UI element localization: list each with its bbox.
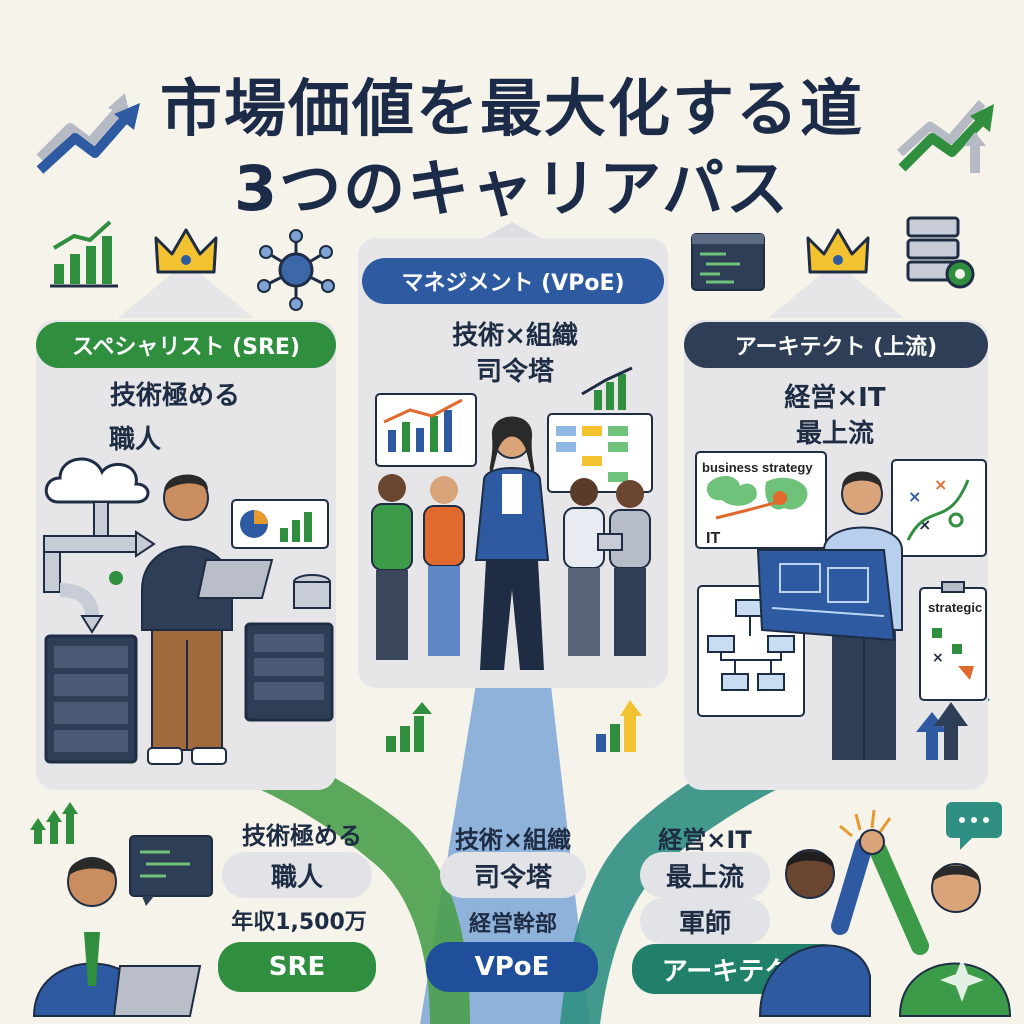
- page-title-line2: 3つのキャリアパス: [234, 152, 790, 225]
- business-strategy-label: business strategy: [702, 460, 813, 475]
- bottom-right-line1: 経営×IT: [658, 826, 752, 854]
- specialist-path-label: スペシャリスト (SRE): [36, 322, 336, 368]
- svg-text:×: ×: [918, 515, 931, 534]
- svg-text:×: ×: [934, 475, 947, 494]
- management-path-label: マネジメント (VPoE): [362, 258, 664, 304]
- architect-caption: 経営×IT 最上流: [720, 380, 950, 452]
- bottom-left-salary: 年収1,500万: [231, 910, 367, 935]
- trend-arrow-icon: [30, 802, 78, 844]
- trend-arrow-icon: [36, 93, 140, 174]
- svg-text:×: ×: [932, 650, 944, 666]
- svg-text:×: ×: [908, 487, 921, 506]
- bar-chart-icon: [386, 702, 432, 752]
- server-gear-icon: [906, 216, 975, 289]
- bottom-left-line1: 技術極める: [242, 822, 362, 850]
- trend-arrow-icon: [896, 100, 994, 173]
- architect-illustration: × × × ×: [695, 451, 987, 760]
- bottom-middle-chip-commander: 司令塔: [440, 852, 586, 898]
- specialist-caption-line2: 職人: [108, 425, 161, 455]
- cloud-icon: [44, 457, 150, 504]
- specialist-caption-line1: 技術極める: [109, 381, 240, 411]
- management-illustration: [371, 366, 653, 670]
- crown-icon: [806, 228, 870, 274]
- architect-caption-line2: 最上流: [795, 419, 874, 449]
- bottom-left-role-sre: SRE: [218, 942, 376, 992]
- network-hub-icon: [257, 229, 335, 311]
- high-five-illustration: [758, 802, 1012, 1017]
- bottom-right-chip-strategist: 軍師: [640, 898, 770, 944]
- strategic-label: strategic: [928, 600, 983, 615]
- bar-chart-icon: [50, 220, 118, 288]
- architect-path-label: アーキテクト (上流): [684, 322, 988, 368]
- page-title-line1: 市場価値を最大化する道: [159, 72, 864, 145]
- bottom-left-chip-craftsman: 職人: [222, 852, 372, 898]
- chat-bubble-icon: [946, 802, 1002, 850]
- code-window-icon: [691, 233, 765, 291]
- bottom-right-chip-upstream: 最上流: [640, 852, 770, 898]
- architect-caption-line1: 経営×IT: [784, 383, 886, 413]
- crown-icon: [154, 228, 218, 274]
- specialist-caption: 技術極める 職人: [60, 378, 290, 458]
- bottom-middle-role-vpoe: VPoE: [426, 942, 598, 992]
- bottom-middle-executive: 経営幹部: [468, 912, 557, 937]
- management-caption-line1: 技術×組織: [452, 321, 578, 351]
- bar-chart-icon: [596, 700, 642, 752]
- bottom-middle-line1: 技術×組織: [454, 826, 572, 854]
- management-caption-line2: 司令塔: [475, 357, 554, 387]
- it-label: IT: [706, 530, 721, 547]
- specialist-illustration: [43, 457, 334, 765]
- management-caption: 技術×組織 司令塔: [400, 318, 630, 390]
- engineer-portrait: [32, 835, 213, 1017]
